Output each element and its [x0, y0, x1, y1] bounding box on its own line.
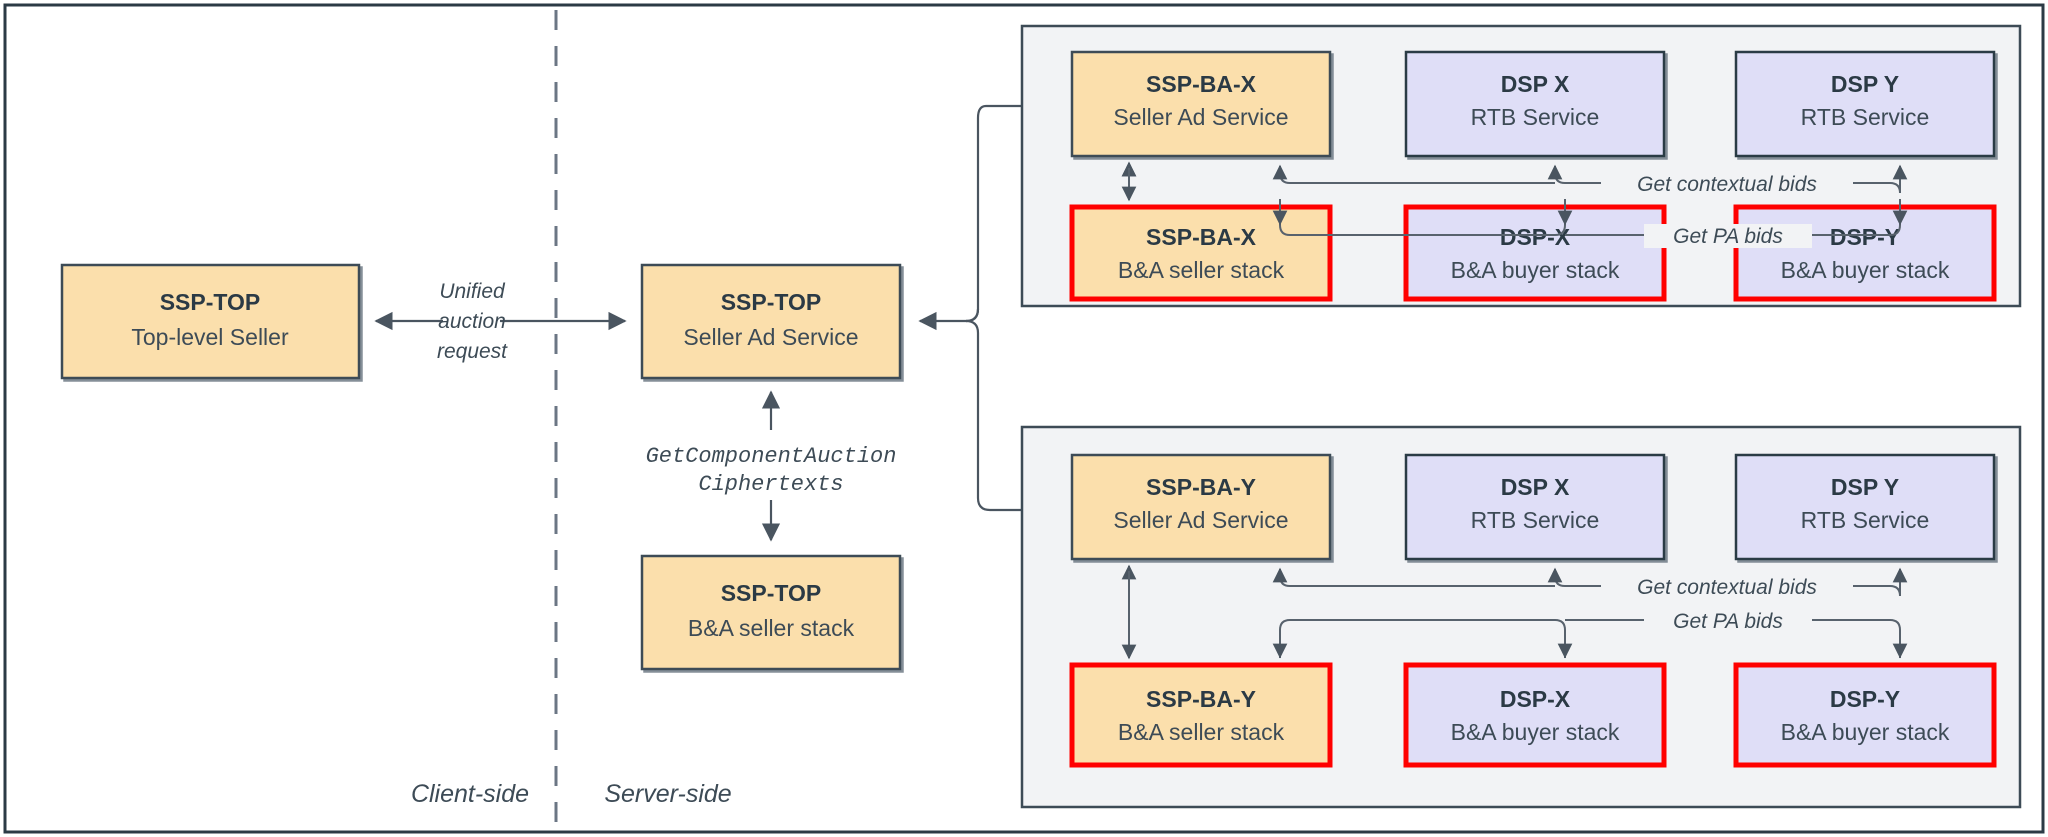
- node-title: SSP-BA-Y: [1146, 474, 1256, 500]
- node-dsp-x-stack: DSP-X B&A buyer stack: [1403, 204, 1667, 302]
- panel-y: SSP-BA-Y Seller Ad Service DSP X RTB Ser…: [1020, 425, 2022, 809]
- node-subtitle: Seller Ad Service: [683, 324, 858, 350]
- node-subtitle: B&A seller stack: [1118, 719, 1285, 745]
- node-title: DSP-X: [1500, 686, 1571, 712]
- node-subtitle: B&A buyer stack: [1781, 719, 1950, 745]
- edge-label-line: Unified: [439, 280, 506, 303]
- node-title: DSP Y: [1831, 474, 1899, 500]
- node-subtitle: B&A buyer stack: [1451, 719, 1620, 745]
- edge-label: Get PA bids: [1673, 225, 1783, 248]
- edge-label-line: request: [437, 340, 508, 363]
- node-dsp-y-rtb: DSP Y RTB Service: [1734, 50, 1996, 158]
- node-title: DSP X: [1501, 474, 1570, 500]
- edge-label: Get PA bids: [1673, 610, 1783, 633]
- node-subtitle: B&A seller stack: [688, 615, 855, 641]
- node-subtitle: B&A buyer stack: [1781, 257, 1950, 283]
- node-ssp-top-ad-service: SSP-TOP Seller Ad Service: [640, 263, 902, 380]
- node-dsp-y-stack-2: DSP-Y B&A buyer stack: [1733, 662, 1997, 768]
- node-ssp-top-ba-stack: SSP-TOP B&A seller stack: [640, 554, 902, 671]
- node-dsp-x-rtb-2: DSP X RTB Service: [1404, 453, 1666, 561]
- edge-get-pa-bids-x: Get PA bids: [1272, 199, 1908, 248]
- node-title: DSP Y: [1831, 71, 1899, 97]
- node-title: SSP-BA-Y: [1146, 686, 1256, 712]
- edge-label: Get contextual bids: [1637, 173, 1817, 196]
- node-subtitle: RTB Service: [1471, 104, 1600, 130]
- node-dsp-x-stack-2: DSP-X B&A buyer stack: [1403, 662, 1667, 768]
- node-title: DSP-Y: [1830, 686, 1900, 712]
- node-title: SSP-TOP: [721, 580, 822, 606]
- node-title: SSP-BA-X: [1146, 224, 1257, 250]
- node-subtitle: RTB Service: [1471, 507, 1600, 533]
- edge-get-pa-bids-y: Get PA bids: [1272, 609, 1908, 659]
- node-ssp-top-seller: SSP-TOP Top-level Seller: [60, 263, 361, 380]
- node-title: SSP-TOP: [160, 289, 261, 315]
- node-title: DSP-Y: [1830, 224, 1900, 250]
- node-subtitle: Seller Ad Service: [1113, 104, 1288, 130]
- node-subtitle: RTB Service: [1801, 507, 1930, 533]
- node-title: SSP-TOP: [721, 289, 822, 315]
- node-dsp-y-stack: DSP-Y B&A buyer stack: [1733, 204, 1997, 302]
- node-subtitle: Seller Ad Service: [1113, 507, 1288, 533]
- label-client-side: Client-side: [411, 780, 529, 808]
- edge-label-line: Ciphertexts: [698, 472, 843, 497]
- edge-get-contextual-bids-x: Get contextual bids: [1272, 164, 1908, 196]
- edge-unified-auction-request: Unified auction request: [374, 280, 627, 363]
- node-subtitle: Top-level Seller: [131, 324, 289, 350]
- panel-x: SSP-BA-X Seller Ad Service DSP X RTB Ser…: [1020, 24, 2022, 308]
- node-ssp-ba-x-ad: SSP-BA-X Seller Ad Service: [1070, 50, 1332, 158]
- node-title: DSP X: [1501, 71, 1570, 97]
- node-ssp-ba-x-stack: SSP-BA-X B&A seller stack: [1069, 204, 1333, 302]
- node-subtitle: B&A seller stack: [1118, 257, 1285, 283]
- node-subtitle: RTB Service: [1801, 104, 1930, 130]
- node-title: SSP-BA-X: [1146, 71, 1257, 97]
- label-server-side: Server-side: [604, 780, 731, 808]
- node-title: DSP-X: [1500, 224, 1571, 250]
- node-ssp-ba-y-ad: SSP-BA-Y Seller Ad Service: [1070, 453, 1332, 561]
- node-subtitle: B&A buyer stack: [1451, 257, 1620, 283]
- edge-label-line: auction: [438, 310, 506, 333]
- edge-get-contextual-bids-y: Get contextual bids: [1272, 567, 1908, 599]
- node-ssp-ba-y-stack: SSP-BA-Y B&A seller stack: [1069, 662, 1333, 768]
- edge-get-component-auction-ciphertexts: GetComponentAuction Ciphertexts: [646, 390, 897, 542]
- node-dsp-y-rtb-2: DSP Y RTB Service: [1734, 453, 1996, 561]
- edge-label-line: GetComponentAuction: [646, 444, 897, 469]
- node-dsp-x-rtb: DSP X RTB Service: [1404, 50, 1666, 158]
- edge-label: Get contextual bids: [1637, 576, 1817, 599]
